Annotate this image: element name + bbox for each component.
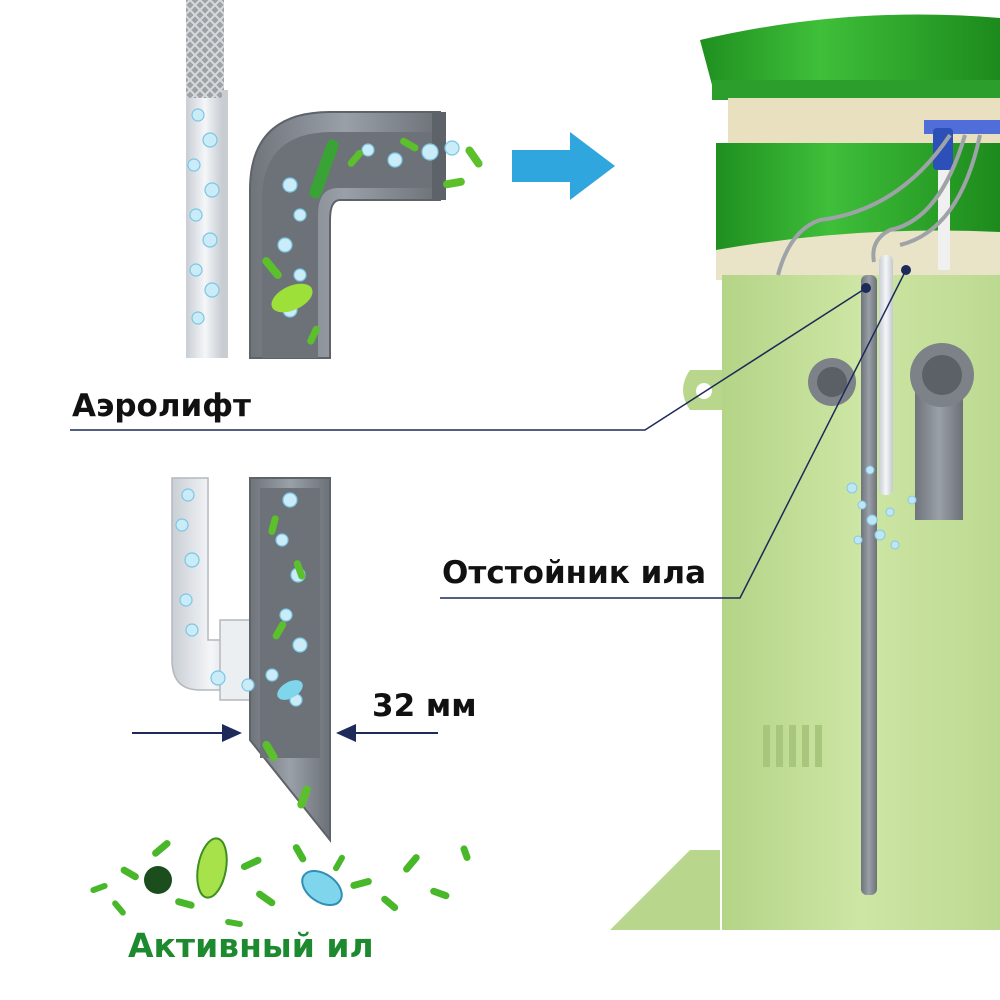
dimension-arrowhead-left bbox=[222, 724, 242, 742]
tank-vent-slots bbox=[763, 725, 822, 767]
leader-lines bbox=[70, 269, 907, 599]
settler-section bbox=[132, 477, 438, 843]
tank-inlet-pipe-hole bbox=[817, 367, 847, 397]
tank-lid-band bbox=[712, 80, 1000, 100]
label-diameter: 32 мм bbox=[372, 688, 477, 724]
active-sludge-cluster bbox=[90, 837, 471, 928]
septic-tank bbox=[610, 14, 1000, 930]
tank-base-flange-left bbox=[610, 850, 720, 930]
tank-lug-hole bbox=[696, 383, 712, 399]
leader-line-airlift bbox=[70, 287, 867, 431]
braided-air-hose bbox=[186, 0, 224, 105]
tank-aerator-pipe bbox=[938, 140, 950, 270]
tank-air-hose-3 bbox=[899, 134, 982, 247]
tank-manifold-valve bbox=[933, 128, 953, 170]
tank-airlift-white bbox=[879, 255, 893, 495]
flow-arrow bbox=[512, 132, 615, 200]
dimension-arrowhead-right bbox=[336, 724, 356, 742]
bacteria bbox=[262, 137, 483, 809]
tank-air-hose-1 bbox=[776, 133, 952, 276]
airlift-elbow-mouth bbox=[432, 112, 446, 200]
label-active-sludge: Активный ил bbox=[128, 926, 374, 965]
tank-air-hose-2 bbox=[871, 134, 967, 263]
label-sludge-settler: Отстойник ила bbox=[442, 555, 706, 591]
tank-inner-ring bbox=[716, 230, 1000, 280]
leader-dot-settler bbox=[901, 265, 911, 275]
leader-line-settler bbox=[440, 269, 907, 599]
label-airlift: Аэролифт bbox=[72, 388, 252, 424]
tank-bubbles bbox=[846, 465, 917, 550]
leader-dot-airlift bbox=[861, 283, 871, 293]
tank-airlift-gray bbox=[861, 275, 877, 895]
tank-lid bbox=[700, 14, 1000, 86]
airlift-white-tube-edge bbox=[222, 90, 228, 358]
tank-outlet-elbow-hole bbox=[922, 355, 962, 395]
